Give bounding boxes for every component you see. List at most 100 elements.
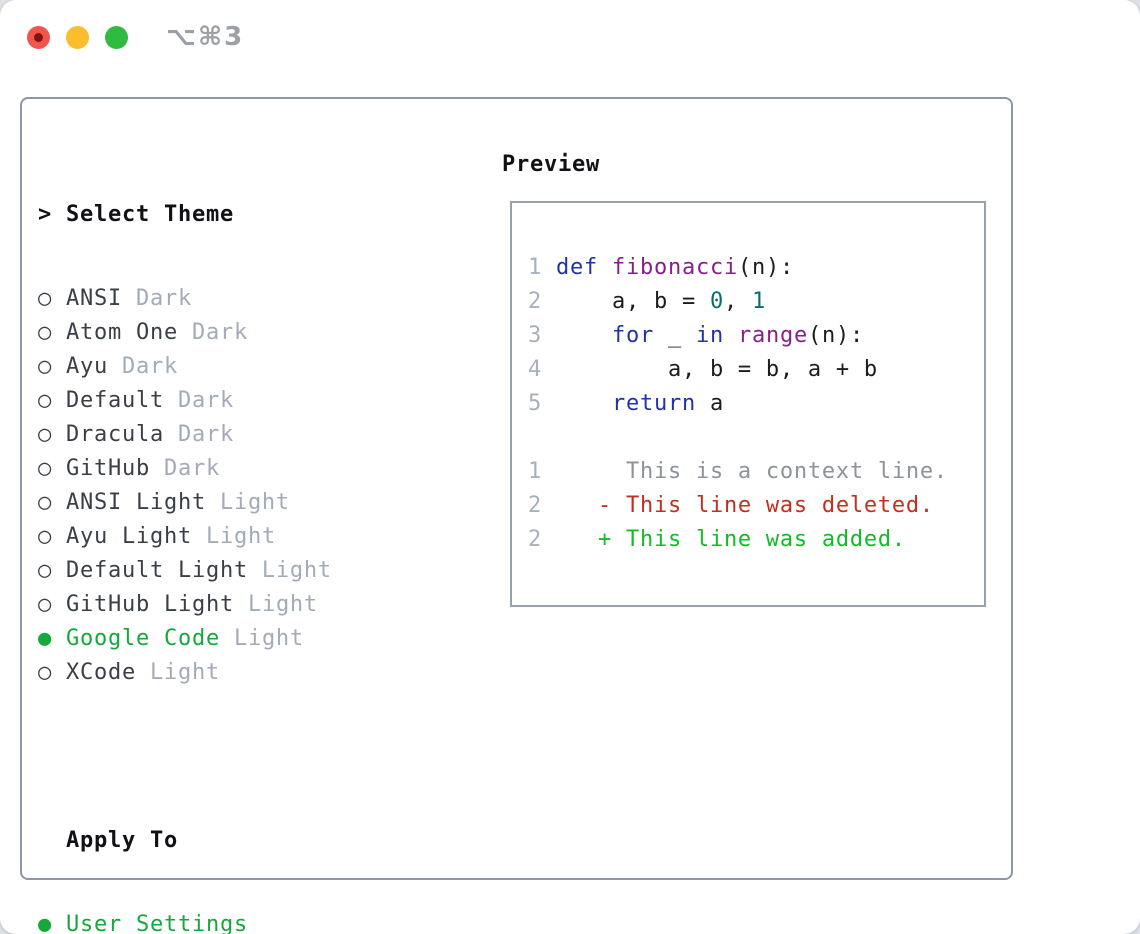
code-token-pl: (n): [807, 323, 864, 348]
theme-option-label: ANSI Light [66, 490, 206, 515]
code-token-kw: in [695, 323, 724, 348]
preview-line: 2 - This line was deleted. [528, 489, 948, 523]
theme-option-google-code[interactable]: ● Google Code Light [38, 622, 430, 656]
code-token-kw: return [611, 391, 696, 416]
theme-option-label: Default [66, 388, 164, 413]
theme-option-ansi[interactable]: ○ ANSI Dark [38, 282, 430, 316]
radio-unselected-icon: ○ [38, 490, 52, 515]
preview-title: Preview [502, 152, 600, 177]
code-token-pl [556, 391, 612, 416]
apply-to-options: ●User Settings○Workspace Settings [38, 908, 430, 934]
theme-option-label: Atom One [66, 320, 178, 345]
radio-unselected-icon: ○ [38, 320, 52, 345]
preview-line: 3 for _ in range(n): [528, 319, 948, 353]
theme-variant-label: Dark [121, 286, 192, 311]
code-token-ln: 3 [528, 323, 556, 348]
apply-to-title: Apply To [66, 828, 178, 853]
theme-option-github[interactable]: ○GitHub Dark [38, 452, 430, 486]
theme-variant-label: Dark [163, 388, 234, 413]
preview-line: 1 def fibonacci(n): [528, 251, 948, 285]
spacer [38, 740, 430, 774]
prompt-icon: > [38, 202, 52, 227]
theme-variant-label: Light [205, 490, 290, 515]
zoom-button[interactable] [105, 26, 128, 49]
theme-option-label: XCode [66, 660, 136, 685]
preview-line: 4 a, b = b, a + b [528, 353, 948, 387]
theme-variant-label: Dark [177, 320, 248, 345]
radio-unselected-icon: ○ [38, 524, 52, 549]
code-token-add: + This line was added. [597, 527, 906, 552]
theme-option-label: GitHub [66, 456, 150, 481]
theme-option-dracula[interactable]: ○Dracula Dark [38, 418, 430, 452]
preview-line: 1 This is a context line. [528, 455, 948, 489]
code-token-ln: 2 [528, 493, 542, 518]
radio-unselected-icon: ○ [38, 286, 52, 311]
select-theme-header: > Select Theme [38, 198, 430, 232]
theme-option-ayu[interactable]: ○Ayu Dark [38, 350, 430, 384]
window-title: ⌥⌘3 [166, 22, 245, 52]
minimize-button[interactable] [66, 26, 89, 49]
theme-variant-label: Dark [163, 422, 234, 447]
radio-unselected-icon: ○ [38, 388, 52, 413]
theme-option-ansi-light[interactable]: ○ ANSI Light Light [38, 486, 430, 520]
code-token-pl [542, 527, 598, 552]
theme-variant-label: Light [247, 558, 332, 583]
radio-unselected-icon: ○ [38, 558, 52, 583]
theme-option-label: Ayu Light [66, 524, 192, 549]
theme-variant-label: Light [219, 626, 304, 651]
code-token-ln: 2 [528, 289, 556, 314]
theme-option-label: Google Code [66, 626, 220, 651]
theme-option-github-light[interactable]: ○ GitHub Light Light [38, 588, 430, 622]
select-theme-title: Select Theme [66, 202, 234, 227]
code-token-pl [542, 493, 598, 518]
theme-list: > Select Theme ○ ANSI Dark ○ Atom One Dark ○ A… [38, 148, 430, 934]
code-token-pl: a, b = [556, 289, 710, 314]
code-token-pl [598, 255, 612, 280]
record-dot-icon [34, 33, 43, 42]
code-token-pl: a [695, 391, 724, 416]
radio-unselected-icon: ○ [38, 592, 52, 617]
code-token-fn: range [737, 323, 808, 348]
theme-option-default[interactable]: ○ Default Dark [38, 384, 430, 418]
code-token-ln: 1 [528, 459, 542, 484]
code-token-pl: a, b = b, a + b [556, 357, 878, 382]
theme-option-label: Ayu [66, 354, 108, 379]
code-token-ln: 2 [528, 527, 542, 552]
theme-variant-label: Dark [149, 456, 220, 481]
radio-selected-icon: ● [38, 626, 52, 651]
code-token-pl: _ [653, 323, 696, 348]
close-button[interactable] [27, 26, 50, 49]
code-token-num: 1 [751, 289, 766, 314]
code-token-kw: for [611, 323, 654, 348]
code-token-kw: def [556, 255, 598, 280]
theme-option-xcode[interactable]: ○ XCode Light [38, 656, 430, 690]
theme-option-default-light[interactable]: ○Default Light Light [38, 554, 430, 588]
radio-unselected-icon: ○ [38, 354, 52, 379]
radio-unselected-icon: ○ [38, 422, 52, 447]
code-token-ln: 5 [528, 391, 556, 416]
code-token-del: - This line was deleted. [597, 493, 934, 518]
preview-line: 2 + This line was added. [528, 523, 948, 557]
theme-option-label: GitHub Light [66, 592, 234, 617]
preview-line: 5 return a [528, 387, 948, 421]
preview-line: 2 a, b = 0, 1 [528, 285, 948, 319]
apply-option-label: User Settings [66, 912, 248, 934]
apply-to-header: Apply To [38, 824, 430, 858]
radio-unselected-icon: ○ [38, 660, 52, 685]
theme-variant-label: Light [135, 660, 220, 685]
theme-option-ayu-light[interactable]: ○ Ayu Light Light [38, 520, 430, 554]
theme-variant-label: Light [233, 592, 318, 617]
code-token-ln: 4 [528, 357, 556, 382]
code-token-ln: 1 [528, 255, 556, 280]
code-token-pl: (n): [737, 255, 794, 280]
theme-variant-label: Light [191, 524, 276, 549]
theme-option-atom-one[interactable]: ○ Atom One Dark [38, 316, 430, 350]
code-token-pl [556, 323, 612, 348]
titlebar: ⌥⌘3 [0, 0, 1140, 74]
code-token-pl: , [723, 289, 752, 314]
apply-option-user-settings[interactable]: ●User Settings [38, 908, 430, 934]
theme-option-label: ANSI [66, 286, 122, 311]
